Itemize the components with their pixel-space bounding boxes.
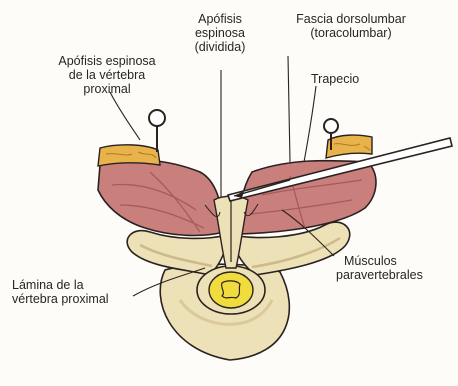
label-line: Apófisis espinosa [32,54,182,68]
label-line: Apófisis [172,12,268,26]
label-line: Músculos [336,254,423,268]
left-muscle-mass [98,160,224,236]
label-spinous-process-divided: Apófisis espinosa (dividida) [172,12,268,54]
leader-spinous-proximal [110,92,140,140]
label-line: (toracolumbar) [276,26,426,40]
left-retractor-ring [149,110,165,126]
label-line: vértebra proximal [12,292,109,306]
label-trapezius: Trapecio [311,72,359,86]
label-line: Fascia dorsolumbar [276,12,426,26]
right-retractor-ring [324,119,338,133]
label-line: (dividida) [172,40,268,54]
label-paravertebral-muscles: Músculos paravertebrales [336,254,423,282]
right-muscle-mass [240,161,376,234]
label-line: de la vértebra [32,68,182,82]
leader-trapezius [304,86,316,162]
label-line: paravertebrales [336,268,423,282]
label-lamina-proximal: Lámina de la vértebra proximal [12,278,109,306]
label-line: Lámina de la [12,278,109,292]
label-line: espinosa [172,26,268,40]
label-line: proximal [32,82,182,96]
spinal-cord [209,272,253,308]
label-line: Trapecio [311,72,359,86]
leader-fascia [288,56,290,162]
left-lamina-transverse-process [127,231,228,275]
label-thoracolumbar-fascia: Fascia dorsolumbar (toracolumbar) [276,12,426,40]
left-fat-pad [98,145,160,166]
label-spinous-process-proximal: Apófisis espinosa de la vértebra proxima… [32,54,182,96]
